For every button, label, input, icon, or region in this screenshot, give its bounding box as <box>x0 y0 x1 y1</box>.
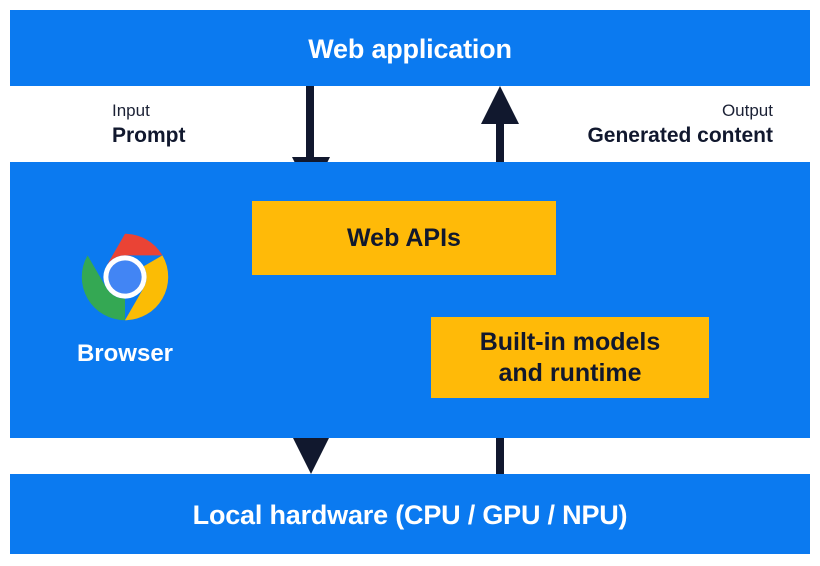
web-application-label: Web application <box>308 34 512 64</box>
builtin-models-label: Built-in models and runtime <box>480 327 661 389</box>
layer-local-hardware: Local hardware (CPU / GPU / NPU) <box>10 474 810 554</box>
chrome-logo-icon <box>80 232 170 322</box>
builtin-models-line1: Built-in models <box>479 327 661 356</box>
arrow-down-icon <box>292 436 330 474</box>
local-hardware-label: Local hardware (CPU / GPU / NPU) <box>192 500 628 530</box>
input-caption: Input <box>112 101 150 120</box>
builtin-models-box: Built-in models and runtime <box>431 317 709 398</box>
layer-web-application: Web application <box>10 10 810 86</box>
output-flow-label: Output Generated content <box>587 100 773 150</box>
builtin-models-line2: and runtime <box>498 358 642 387</box>
input-arrow-shaft-upper <box>306 86 314 162</box>
output-value: Generated content <box>587 124 773 147</box>
arrow-up-icon <box>481 86 519 124</box>
output-caption: Output <box>721 101 773 120</box>
input-value: Prompt <box>112 124 186 147</box>
web-apis-label: Web APIs <box>347 223 461 252</box>
web-apis-box: Web APIs <box>252 201 556 275</box>
input-flow-label: Input Prompt <box>112 100 186 150</box>
browser-label: Browser <box>76 340 174 367</box>
